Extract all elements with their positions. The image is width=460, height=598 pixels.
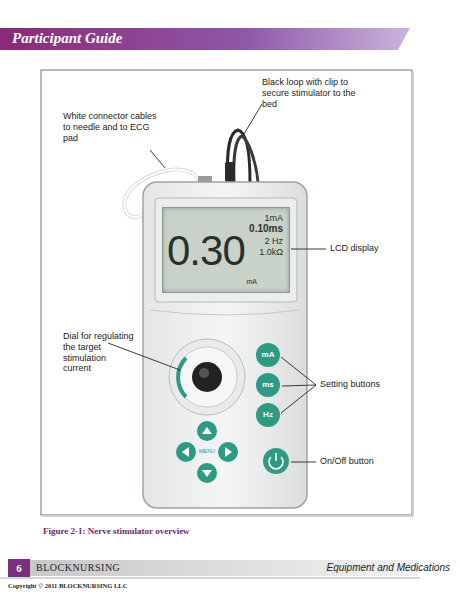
callout-label: Setting buttons xyxy=(320,379,405,390)
leader-lines xyxy=(108,104,326,462)
page-header: Participant Guide xyxy=(12,30,122,47)
callout-label: On/Off button xyxy=(320,456,405,467)
button-label: mA xyxy=(262,351,275,359)
setting-button: ms xyxy=(256,373,280,397)
lcd-reading: 2 Hz xyxy=(264,237,283,246)
lcd-display: 1mA0.10ms 2 Hz 1.0kΩ 0.30mA xyxy=(162,207,290,293)
lcd-reading: 0.30 xyxy=(167,230,245,272)
clip xyxy=(225,162,235,182)
button-label: Hz xyxy=(263,411,273,419)
dial-knob xyxy=(192,362,222,392)
menu-label: MENU xyxy=(195,448,219,455)
callout-label: White connector cables to needle and to … xyxy=(63,111,163,143)
device-body xyxy=(143,182,307,508)
header-bar xyxy=(0,28,410,50)
lcd-reading: 1.0kΩ xyxy=(259,248,283,257)
setting-button: Hz xyxy=(256,403,280,427)
page-number: 6 xyxy=(8,559,30,577)
callout-label: Black loop with clip to secure stimulato… xyxy=(262,77,372,109)
page-number-text: 6 xyxy=(16,563,22,574)
setting-button: mA xyxy=(256,343,280,367)
button-label: ms xyxy=(262,381,274,389)
callout-label: Dial for regulating the target stimulati… xyxy=(63,331,135,374)
figure-frame xyxy=(41,70,412,515)
figure-caption: Figure 2-1: Nerve stimulator overview xyxy=(43,526,190,536)
copyright-note: Copyright © 2011 BLOCKNURSING LLC xyxy=(8,582,228,590)
section-name: Equipment and Medications xyxy=(300,562,450,574)
lcd-reading: mA xyxy=(247,278,258,285)
lcd-reading: 0.10ms xyxy=(249,224,283,234)
publisher-name: BLOCKNURSING xyxy=(36,562,156,574)
callout-label: LCD display xyxy=(330,243,410,254)
menu-arrows xyxy=(176,421,238,483)
lcd-reading: 1mA xyxy=(264,214,283,223)
power-button xyxy=(263,448,289,474)
dial xyxy=(169,339,245,415)
